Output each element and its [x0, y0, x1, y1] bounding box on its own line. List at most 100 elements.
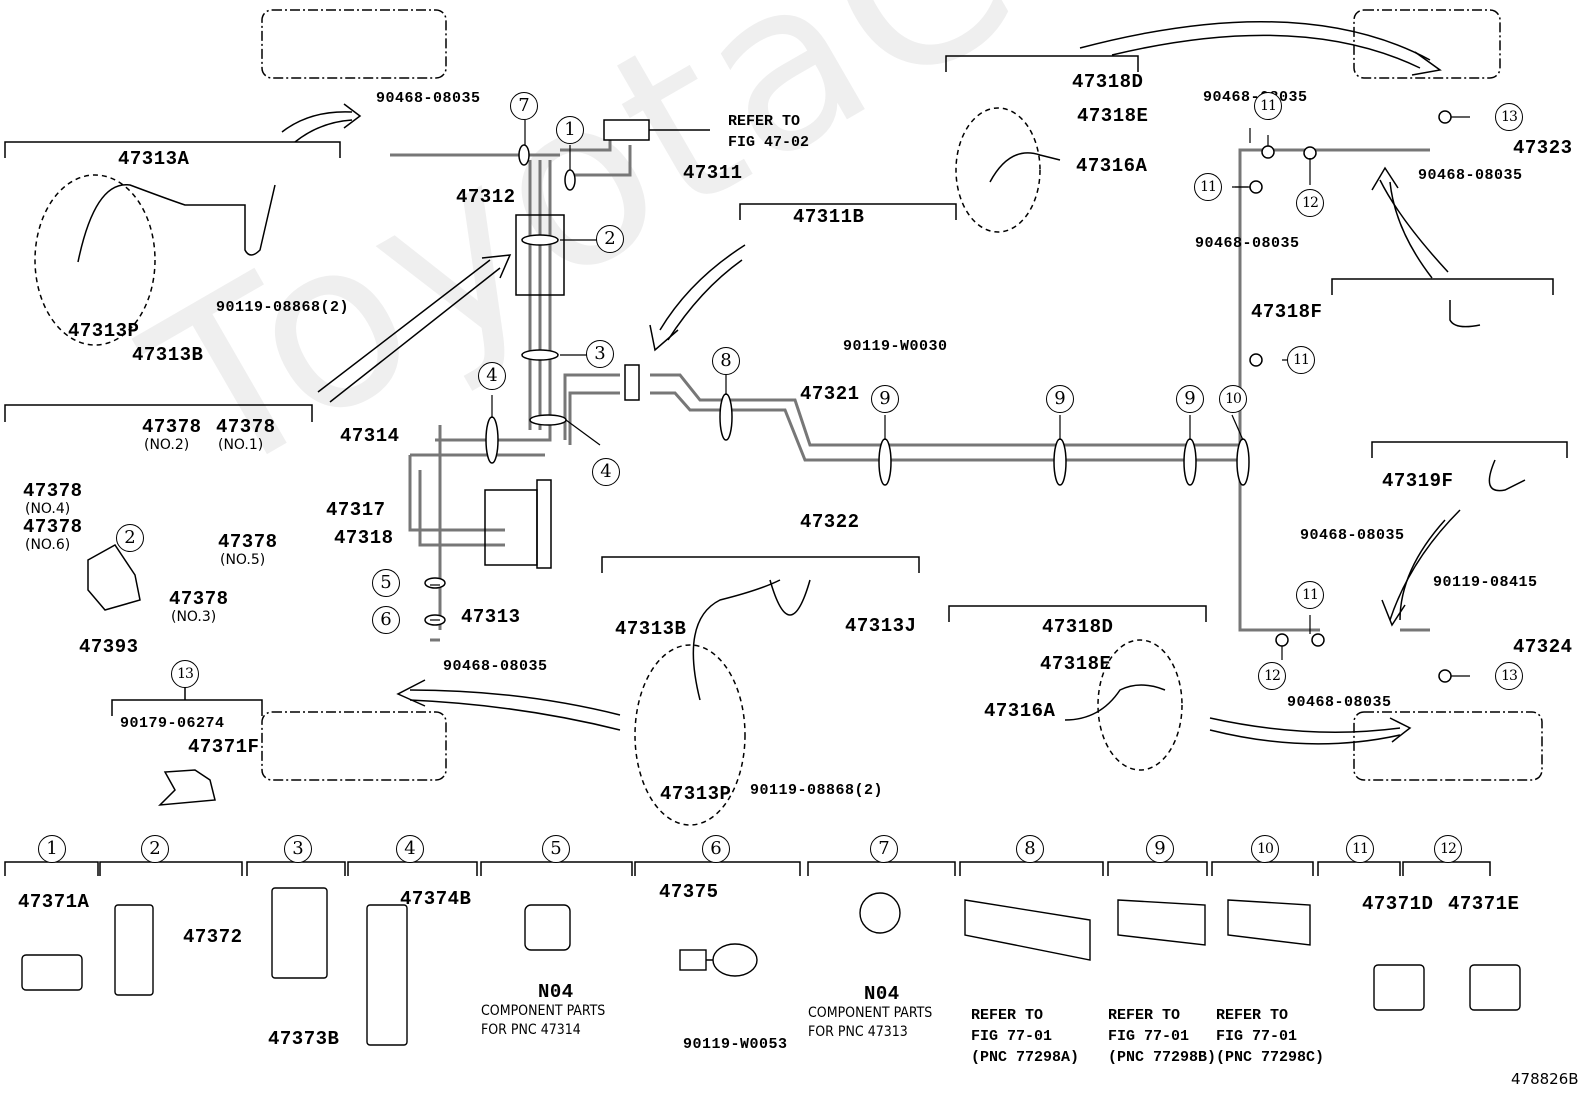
callout-8: 8	[712, 347, 740, 375]
part-label-90119-08868: 90119-08868(2)	[216, 299, 350, 316]
legend-part-47374B: 47374B	[400, 888, 472, 910]
part-label-90119-08415: 90119-08415	[1433, 574, 1538, 591]
part-label-47318F: 47318F	[1251, 301, 1323, 323]
part-label-47313A: 47313A	[118, 148, 190, 170]
part-label-47319F: 47319F	[1382, 470, 1454, 492]
callout-12: 12	[1258, 662, 1286, 690]
part-label-47378-no1: 47378	[216, 416, 276, 438]
callout-13: 13	[1495, 662, 1523, 690]
part-label-clip-90468-08035: 90468-08035	[376, 90, 481, 107]
legend-callout-4: 4	[396, 835, 424, 863]
figure-id: 478826B	[1511, 1070, 1579, 1088]
frame-top-right	[1353, 9, 1501, 79]
callout-4: 4	[478, 362, 506, 390]
callout-11: 11	[1194, 173, 1222, 201]
legend-part-47373B: 47373B	[268, 1028, 340, 1050]
part-label-47318D: 47318D	[1072, 71, 1144, 93]
part-label-47314: 47314	[340, 425, 400, 447]
part-label-47317: 47317	[326, 499, 386, 521]
hose-sketches	[34, 107, 1526, 826]
legend-callout-2: 2	[141, 835, 169, 863]
callout-2: 2	[596, 225, 624, 253]
legend-callout-5: 5	[542, 835, 570, 863]
legend-part-47371E: 47371E	[1448, 893, 1520, 915]
leader-lines	[430, 116, 1470, 677]
part-label-47313B: 47313B	[132, 344, 204, 366]
abs-actuator	[484, 489, 538, 566]
part-label-clip-90468-08035: 90468-08035	[1287, 694, 1392, 711]
part-label-47311: 47311	[683, 162, 743, 184]
callout-9: 9	[871, 385, 899, 413]
legend-note-component-parts-47314: COMPONENT PARTS FOR PNC 47314	[481, 1003, 606, 1038]
legend-part-47371A: 47371A	[18, 891, 90, 913]
callout-11: 11	[1296, 581, 1324, 609]
callout-13: 13	[1495, 103, 1523, 131]
legend-part-90119-W0053: 90119-W0053	[683, 1036, 788, 1053]
part-label-47393: 47393	[79, 636, 139, 658]
callout-4: 4	[592, 458, 620, 486]
legend-part-N04: N04	[538, 981, 574, 1003]
part-label-47316A: 47316A	[984, 700, 1056, 722]
frame-mid-left	[261, 711, 447, 781]
legend-part-47371D: 47371D	[1362, 893, 1434, 915]
callout-2: 2	[116, 524, 144, 552]
flow-arrows	[281, 20, 1461, 745]
legend-refer-77298C: REFER TO FIG 77-01 (PNC 77298C)	[1216, 1007, 1325, 1066]
callout-9: 9	[1176, 385, 1204, 413]
part-sub-no2: (NO.2)	[144, 437, 190, 453]
callout-13: 13	[171, 660, 199, 688]
callout-3: 3	[586, 340, 614, 368]
legend-note-component-parts-47313: COMPONENT PARTS FOR PNC 47313	[808, 1005, 933, 1040]
part-label-clip-90468-08035: 90468-08035	[1195, 235, 1300, 252]
part-label-47378-no5: 47378	[218, 531, 278, 553]
legend-callout-3: 3	[284, 835, 312, 863]
part-label-90119-W0030: 90119-W0030	[843, 338, 948, 355]
legend-callout-10: 10	[1251, 835, 1279, 863]
part-label-47324: 47324	[1513, 636, 1573, 658]
legend-callout-1: 1	[38, 835, 66, 863]
callout-7: 7	[510, 92, 538, 120]
part-label-47313P: 47313P	[68, 320, 140, 342]
part-label-47318D: 47318D	[1042, 616, 1114, 638]
line-guard-block	[515, 214, 565, 296]
part-label-47378-no6: 47378	[23, 516, 83, 538]
part-label-47371F: 47371F	[188, 736, 260, 758]
frame-top-left	[261, 9, 447, 79]
part-label-47313: 47313	[461, 606, 521, 628]
callout-11: 11	[1287, 346, 1315, 374]
part-label-90179-06274: 90179-06274	[120, 715, 225, 732]
part-sub-no1: (NO.1)	[218, 437, 264, 453]
legend-callout-8: 8	[1016, 835, 1044, 863]
union-block	[624, 364, 640, 401]
part-sub-no3: (NO.3)	[171, 609, 217, 625]
legend-part-N04: N04	[864, 983, 900, 1005]
part-sub-no5: (NO.5)	[220, 552, 266, 568]
part-label-47322: 47322	[800, 511, 860, 533]
part-label-47313B: 47313B	[615, 618, 687, 640]
group-brackets	[4, 55, 1568, 716]
part-label-47313P: 47313P	[660, 783, 732, 805]
legend-callout-7: 7	[870, 835, 898, 863]
part-label-clip-90468-08035: 90468-08035	[1300, 527, 1405, 544]
part-label-47323: 47323	[1513, 137, 1573, 159]
legend-part-47375: 47375	[659, 881, 719, 903]
callout-5: 5	[372, 569, 400, 597]
refer-note-fig-47-02: REFER TO FIG 47-02	[728, 113, 810, 151]
callout-10: 10	[1219, 385, 1247, 413]
part-sub-no4: (NO.4)	[25, 501, 71, 517]
legend-part-47372: 47372	[183, 926, 243, 948]
callout-11: 11	[1254, 92, 1282, 120]
callout-6: 6	[372, 606, 400, 634]
part-label-47311B: 47311B	[793, 206, 865, 228]
part-sub-no6: (NO.6)	[25, 537, 71, 553]
legend-callout-12: 12	[1434, 835, 1462, 863]
part-label-90119-08868: 90119-08868(2)	[750, 782, 884, 799]
part-label-47378-no2: 47378	[142, 416, 202, 438]
part-label-clip-90468-08035: 90468-08035	[1418, 167, 1523, 184]
part-label-47378-no4: 47378	[23, 480, 83, 502]
legend-part-sketches	[21, 887, 1521, 1046]
part-label-47318E: 47318E	[1077, 105, 1149, 127]
part-label-47378-no3: 47378	[169, 588, 229, 610]
